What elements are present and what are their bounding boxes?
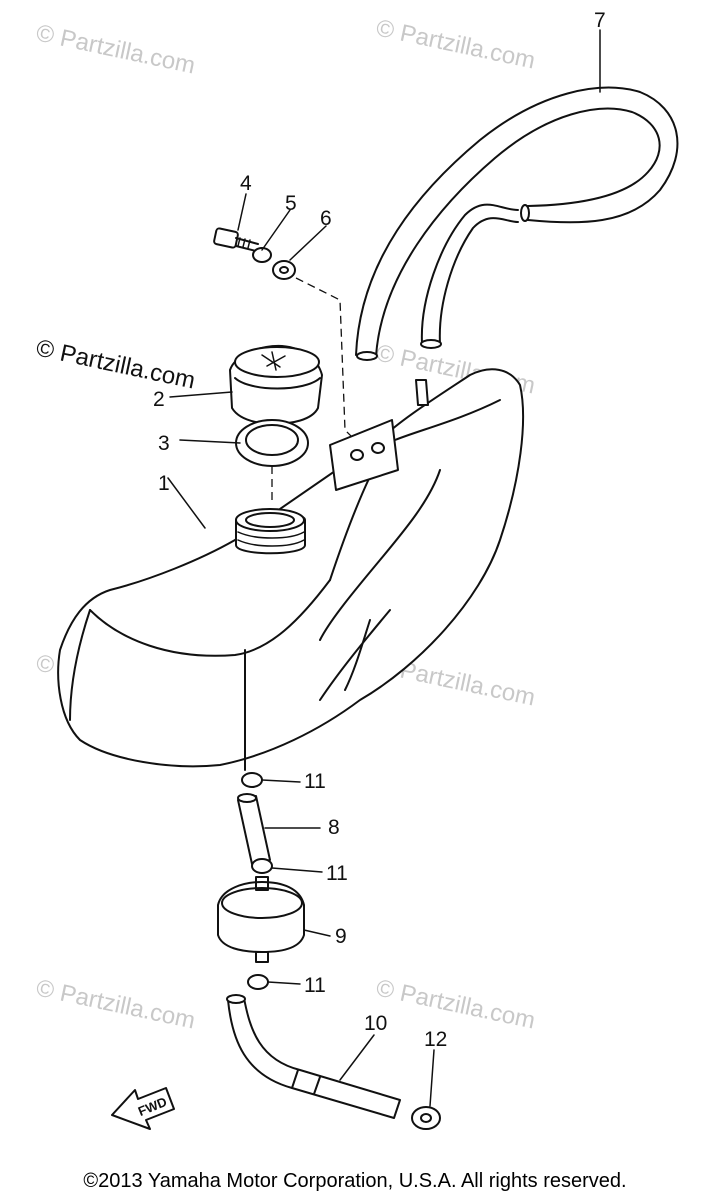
- bolt-assembly: [213, 227, 296, 280]
- cap-gasket: [235, 419, 309, 467]
- breather-hose: [355, 86, 679, 361]
- watermark: © Partzilla.com: [34, 19, 198, 79]
- leader-11a: [261, 779, 301, 783]
- part-label-11: 11: [326, 862, 348, 885]
- fuel-line-assembly: [217, 772, 441, 1130]
- part-label-11: 11: [304, 770, 326, 793]
- leader-11b: [271, 867, 323, 873]
- watermark: © Partzilla.com: [374, 14, 538, 74]
- part-label-4: 4: [240, 172, 252, 195]
- leader-6: [289, 225, 327, 261]
- part-label-2: 2: [153, 388, 165, 411]
- leader-2: [169, 391, 233, 398]
- leader-3: [179, 439, 241, 444]
- part-labels: 1 2 3 4 5 6 7 8 9 10 11 11 11 12: [153, 9, 606, 1051]
- leader-11c: [267, 981, 301, 985]
- part-label-5: 5: [285, 192, 297, 215]
- leader-10: [339, 1034, 375, 1081]
- part-label-7: 7: [594, 9, 606, 32]
- watermark: © Partzilla.com: [34, 974, 198, 1034]
- forward-arrow-icon: FWD: [111, 1087, 175, 1130]
- part-label-1: 1: [158, 472, 170, 495]
- leader-12: [429, 1049, 435, 1107]
- fuel-tank: [57, 368, 525, 771]
- part-label-11: 11: [304, 974, 326, 997]
- watermark-dark: © Partzilla.com: [34, 334, 198, 394]
- fuel-cap: [229, 344, 323, 425]
- part-label-12: 12: [424, 1028, 447, 1051]
- copyright-notice: ©2013 Yamaha Motor Corporation, U.S.A. A…: [83, 1170, 627, 1192]
- watermark: © Partzilla.com: [374, 974, 538, 1034]
- part-label-8: 8: [328, 816, 340, 839]
- leader-9: [303, 929, 331, 937]
- part-label-10: 10: [364, 1012, 387, 1035]
- leader-4: [237, 193, 247, 231]
- part-label-6: 6: [320, 207, 332, 230]
- leader-1: [167, 477, 206, 529]
- part-label-3: 3: [158, 432, 170, 455]
- leader-5: [261, 209, 291, 251]
- part-label-9: 9: [335, 925, 347, 948]
